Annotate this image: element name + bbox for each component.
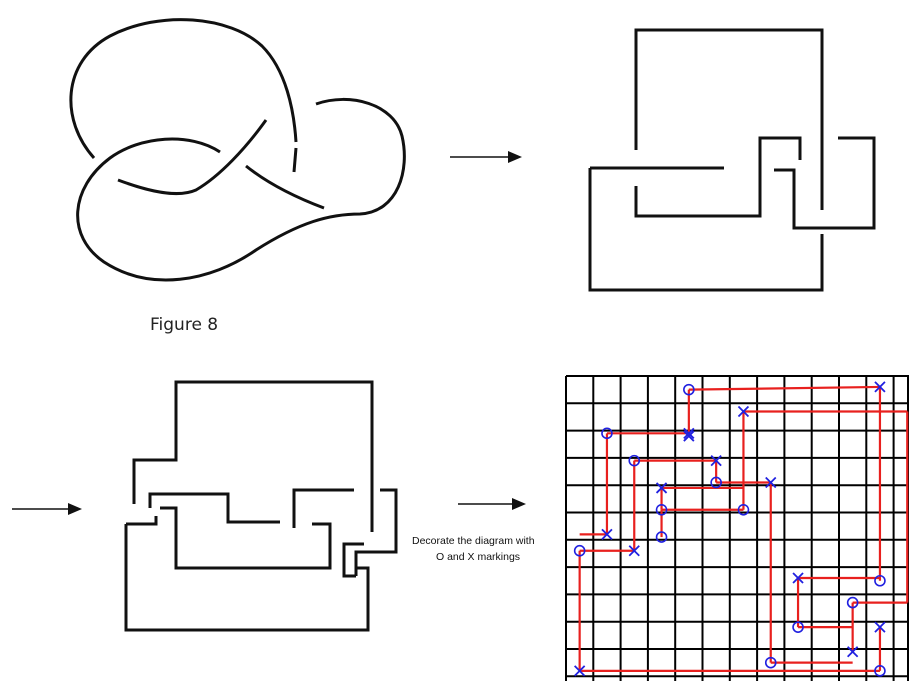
o-marker [874,574,886,587]
o-marker [683,383,695,396]
x-marker [628,545,640,557]
o-marker [573,544,586,557]
o-marker [655,531,668,543]
figure-eight-knot [69,18,406,282]
o-marker [601,427,613,440]
arrow-2 [12,503,82,515]
o-marker [628,454,641,467]
o-marker [874,665,886,677]
o-marker [710,476,722,489]
x-marker [601,528,613,540]
x-marker [683,427,695,439]
caption-line-2: O and X markings [436,551,520,563]
x-marker [737,405,750,418]
arrow-1 [450,151,522,163]
x-marker [874,381,886,393]
caption-line-1: Decorate the diagram with [412,535,535,547]
x-marker [710,454,722,467]
arrow-3 [458,498,526,510]
x-marker [765,476,777,489]
refined-rectilinear-diagram [124,380,398,632]
o-marker [655,503,668,516]
x-marker [574,665,586,677]
x-marker [847,646,859,658]
figure-label: Figure 8 [150,315,218,335]
x-marker [792,572,804,584]
grid-diagram [565,375,909,681]
red-path-segment [688,385,880,391]
o-marker [846,596,859,609]
rectilinear-diagram [588,28,876,292]
x-marker [655,482,668,494]
x-marker [683,430,695,442]
o-marker [792,621,804,633]
o-marker [764,656,777,669]
o-marker [737,503,750,516]
x-marker [874,621,886,633]
